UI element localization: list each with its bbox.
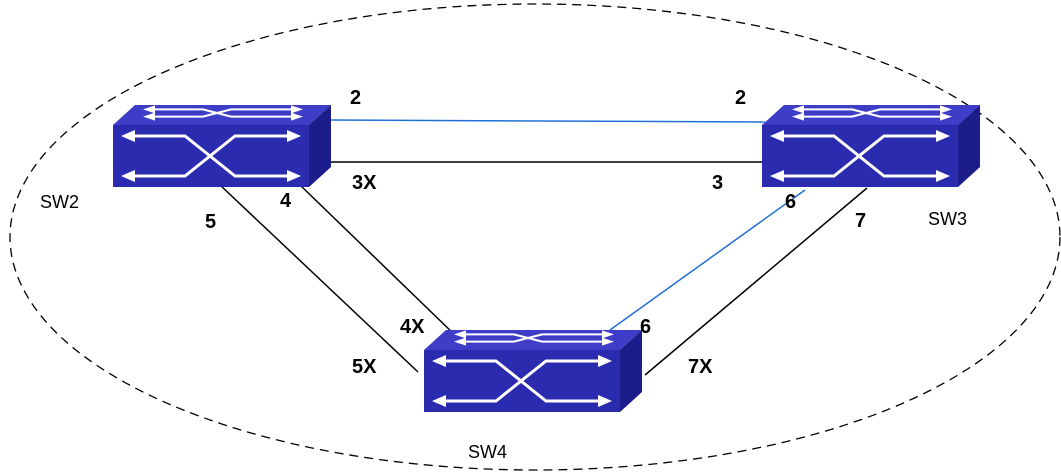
link-sw2-sw4-inner <box>299 184 457 337</box>
port-label: 3X <box>352 172 377 194</box>
link-sw2-sw4-outer <box>219 184 419 373</box>
switch-sw2 <box>113 104 331 187</box>
port-label: 4 <box>280 190 292 212</box>
port-label: 7 <box>855 210 866 232</box>
port-label: 5 <box>205 211 216 233</box>
port-label: 6 <box>785 191 796 213</box>
port-label: 2 <box>350 87 361 109</box>
switch-sw3 <box>762 104 980 187</box>
link-sw3-sw4-blocked <box>609 189 806 331</box>
port-label: 7X <box>688 356 713 378</box>
network-switch-icon <box>113 104 331 187</box>
switch-label-sw3: SW3 <box>928 209 967 229</box>
link-sw3-sw4 <box>644 187 868 376</box>
network-switch-icon <box>424 329 642 412</box>
port-label: 5X <box>352 356 377 378</box>
switch-label-sw4: SW4 <box>468 442 507 462</box>
ring-boundary <box>9 3 1061 471</box>
switch-sw4 <box>424 329 642 412</box>
port-label: 2 <box>735 87 746 109</box>
network-switch-icon <box>762 104 980 187</box>
switch-label-sw2: SW2 <box>40 192 79 212</box>
port-label: 4X <box>400 316 425 338</box>
port-label: 6 <box>640 316 651 338</box>
link-sw2-sw3-blocked <box>329 119 766 123</box>
port-label: 3 <box>712 172 723 194</box>
